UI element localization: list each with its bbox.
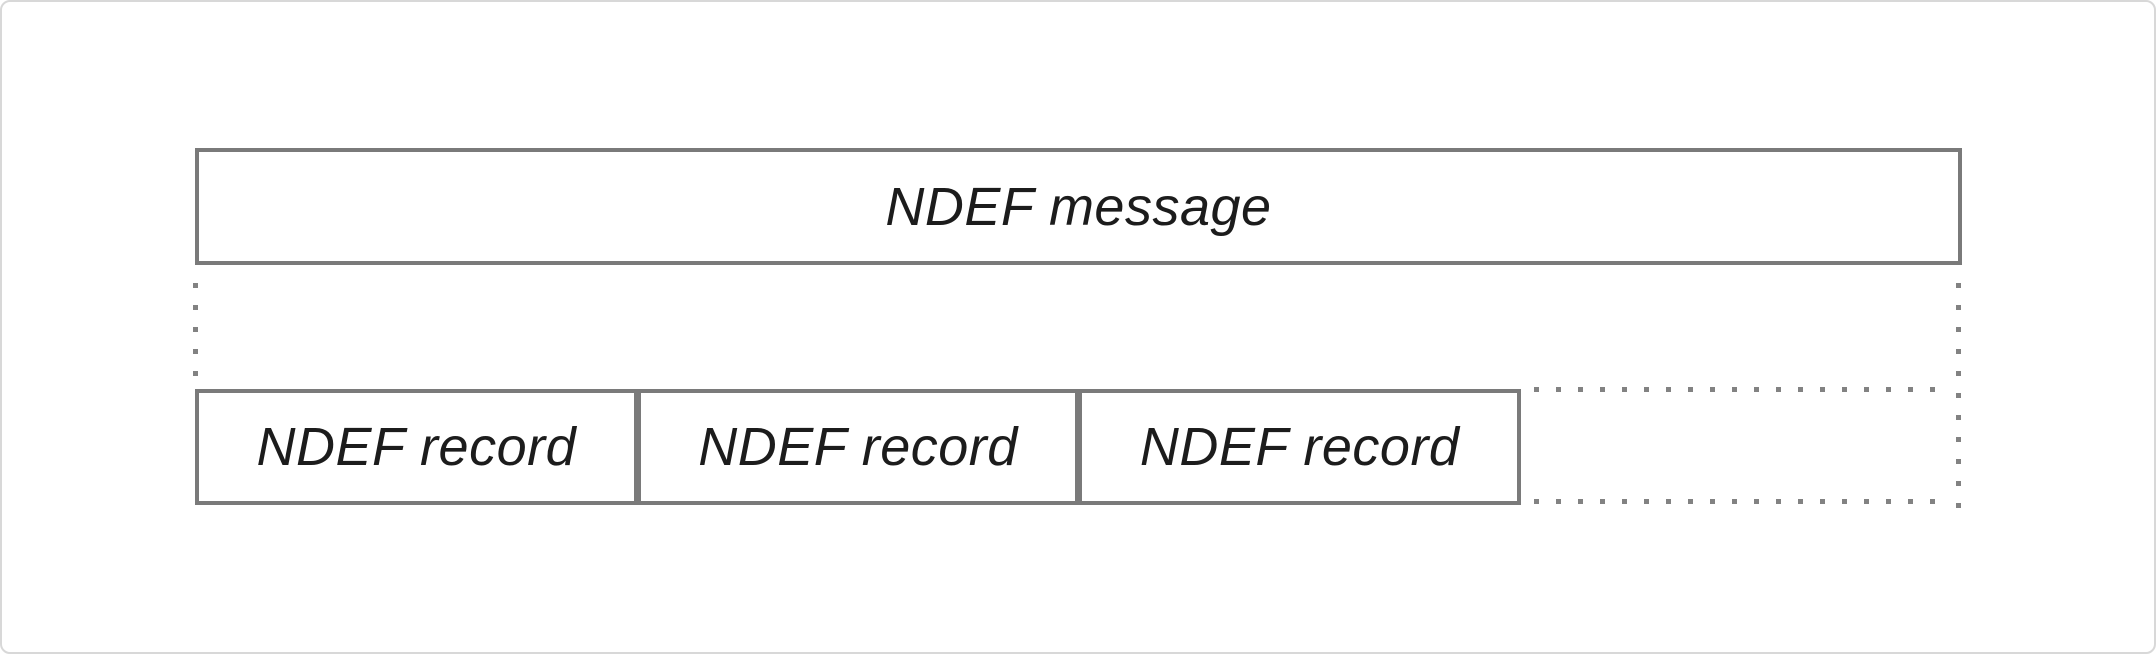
dotted-connector-right-vertical — [1956, 283, 1961, 511]
ndef-record-box-2: NDEF record — [636, 389, 1080, 505]
ndef-record-box-3: NDEF record — [1078, 389, 1522, 505]
ndef-message-label: NDEF message — [885, 176, 1272, 237]
ndef-record-row: NDEF record NDEF record NDEF record — [195, 389, 1522, 505]
dotted-connector-bottom-horizontal — [1534, 499, 1952, 504]
ndef-message-box: NDEF message — [195, 148, 1962, 265]
ndef-record-label-2: NDEF record — [698, 417, 1018, 477]
dotted-connector-top-horizontal — [1534, 387, 1952, 392]
ndef-record-box-1: NDEF record — [195, 389, 638, 505]
ndef-record-label-1: NDEF record — [256, 417, 577, 477]
dotted-connector-left-vertical — [193, 283, 198, 379]
ndef-record-label-3: NDEF record — [1139, 417, 1460, 477]
